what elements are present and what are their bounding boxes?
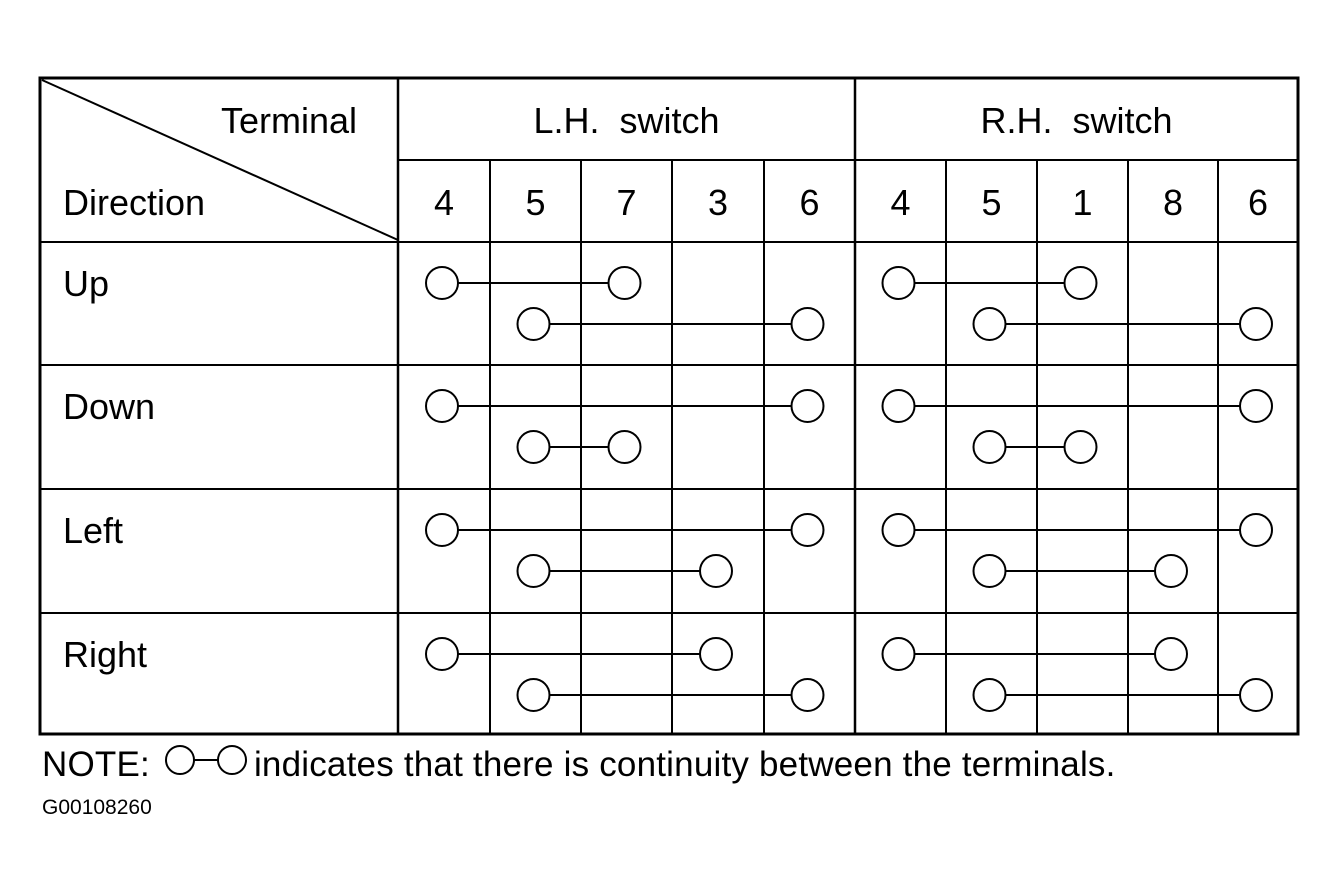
terminal-circle-icon	[425, 266, 459, 300]
lh-switch-header: L.H. switch	[533, 100, 719, 141]
terminal-circle-icon	[790, 307, 825, 341]
terminal-circle-icon	[881, 637, 916, 671]
label-layer: L.H. switch 4 5 7 3 6 R.H. switch 4 5 1 8 6UpDownLe…	[63, 100, 1268, 675]
terminal-circle-icon	[1239, 678, 1273, 712]
connections-layer	[425, 266, 1273, 712]
terminal-number: 1	[1072, 182, 1092, 223]
table-frame	[38, 76, 1300, 736]
terminal-circle-icon	[699, 637, 733, 671]
direction-label-up: Up	[63, 263, 109, 304]
terminal-number: 6	[1248, 182, 1268, 223]
terminal-circle-icon	[1063, 266, 1098, 300]
terminal-circle-icon	[881, 513, 916, 547]
figure-code: G00108260	[42, 796, 152, 819]
note-text: indicates that there is continuity betwe…	[253, 744, 1116, 784]
terminal-circle-icon	[607, 266, 642, 300]
terminal-circle-icon	[516, 307, 551, 341]
terminal-number: 8	[1163, 182, 1183, 223]
terminal-circle-icon	[425, 513, 459, 547]
note-prefix: NOTE:	[42, 744, 150, 784]
terminal-circle-icon	[881, 266, 916, 300]
terminal-circle-icon	[1239, 307, 1273, 341]
terminal-circle-icon	[1063, 430, 1098, 464]
terminal-circle-icon	[972, 678, 1007, 712]
terminal-circle-icon	[425, 389, 459, 423]
continuity-table: Terminal Direction L.H. switch 4 5 7 3 6 R.H. …	[38, 76, 1300, 736]
terminal-circle-icon	[972, 307, 1007, 341]
terminal-circle-icon	[425, 637, 459, 671]
direction-label-left: Left	[63, 510, 123, 551]
header-diagonal	[41, 79, 399, 241]
direction-label-right: Right	[63, 634, 147, 675]
continuity-symbol-icon	[164, 744, 248, 785]
grid-lines	[40, 78, 1298, 734]
terminal-circle-icon	[881, 389, 916, 423]
terminal-circle-icon	[699, 554, 733, 588]
terminal-number: 5	[525, 182, 545, 223]
terminal-circle-icon	[790, 513, 825, 547]
terminal-circle-icon	[516, 430, 551, 464]
terminal-circle-icon	[1154, 637, 1188, 671]
terminal-circle-icon	[516, 678, 551, 712]
terminal-circle-icon	[516, 554, 551, 588]
terminal-circle-icon	[972, 430, 1007, 464]
terminal-number: 5	[981, 182, 1001, 223]
terminal-number: 3	[708, 182, 728, 223]
terminal-number: 7	[616, 182, 636, 223]
terminal-circle-icon	[972, 554, 1007, 588]
direction-header-label: Direction	[63, 182, 205, 223]
terminal-number: 6	[799, 182, 819, 223]
footnote: NOTE: indicates that there is continuity …	[42, 744, 1116, 789]
terminal-circle-icon	[790, 389, 825, 423]
terminal-circle-icon	[790, 678, 825, 712]
terminal-circle-icon	[1239, 513, 1273, 547]
terminal-circle-icon	[607, 430, 642, 464]
terminal-number: 4	[890, 182, 910, 223]
terminal-circle-icon	[1239, 389, 1273, 423]
direction-label-down: Down	[63, 386, 155, 427]
terminal-header-label: Terminal	[221, 100, 357, 141]
rh-switch-header: R.H. switch	[980, 100, 1172, 141]
terminal-circle-icon	[1154, 554, 1188, 588]
terminal-number: 4	[434, 182, 454, 223]
